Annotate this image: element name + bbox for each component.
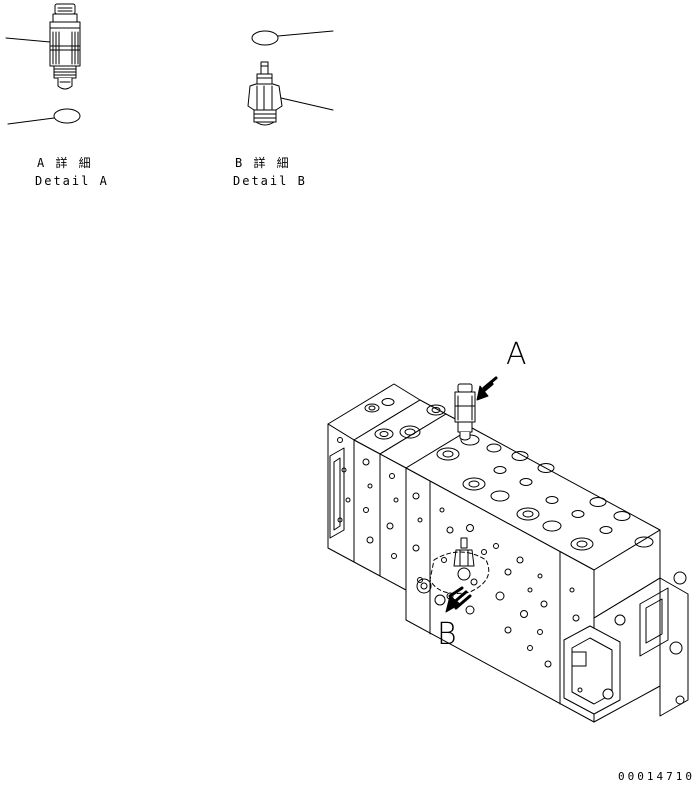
drawing-number: 00014710 — [618, 770, 695, 783]
arrow-b — [445, 586, 472, 613]
front-holes — [337, 437, 583, 693]
callout-a: A — [506, 337, 527, 372]
detail-a-leader-2 — [7, 117, 55, 125]
detail-a-o-ring — [53, 108, 81, 124]
side-bolts — [602, 571, 687, 705]
arrow-a — [476, 376, 498, 401]
valve-b-installed — [429, 537, 490, 594]
detail-a-title-en: Detail A — [35, 174, 109, 188]
detail-b-leader-1 — [277, 30, 334, 37]
detail-a-valve — [49, 3, 81, 90]
detail-b-leader-2 — [280, 97, 334, 111]
detail-b-valve — [247, 61, 283, 126]
detail-b-o-ring — [251, 30, 279, 46]
detail-a-title-jp: A 詳 細 — [37, 156, 93, 170]
top-ports — [364, 398, 654, 551]
detail-b-title-en: Detail B — [233, 174, 307, 188]
detail-b-title-jp: B 詳 細 — [235, 156, 291, 170]
callout-b: B — [437, 617, 457, 652]
detail-a-leader-1 — [5, 37, 51, 43]
control-valve-assembly — [327, 376, 689, 723]
valve-a-installed — [454, 383, 476, 441]
